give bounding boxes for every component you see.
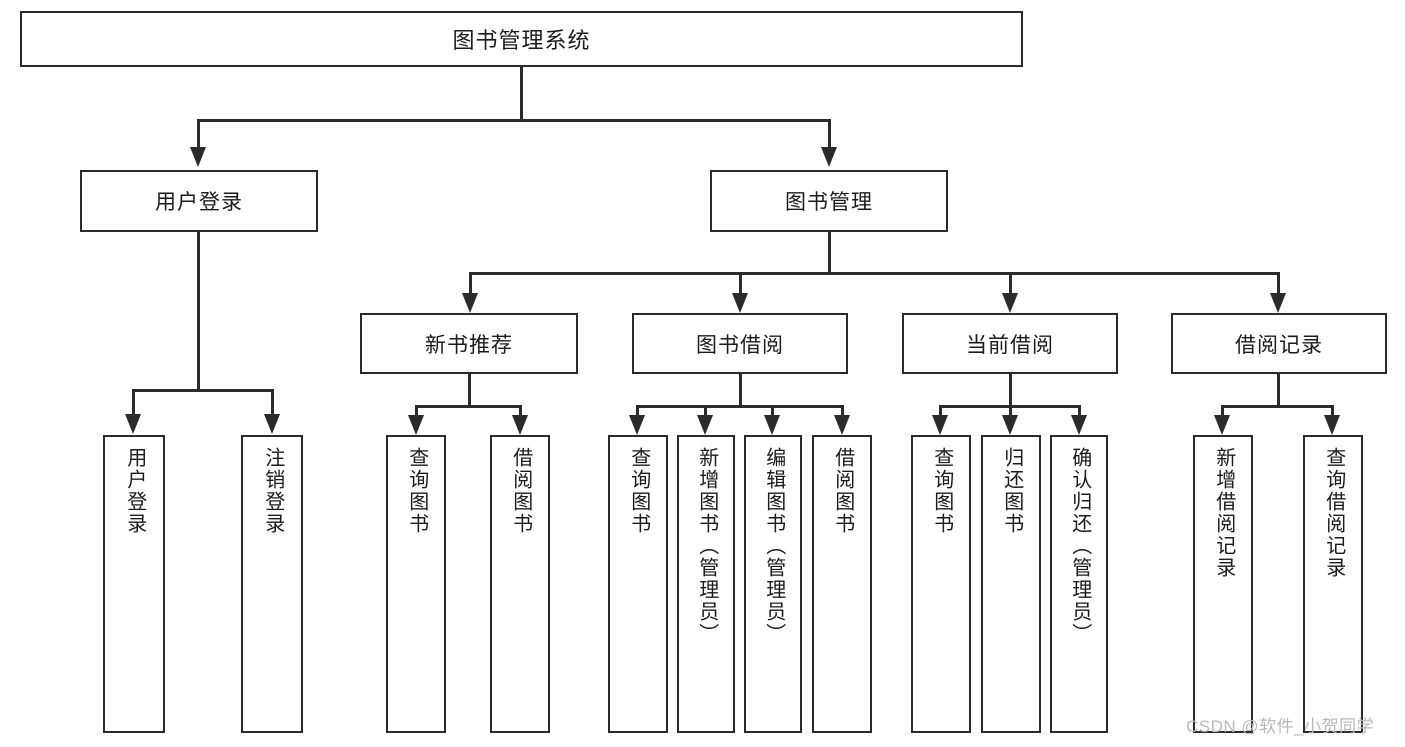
arrowhead-leaf-user-login — [125, 414, 141, 434]
node-label: 用户登录 — [155, 191, 243, 214]
node-label: 图书借阅 — [696, 333, 784, 357]
arrowhead-user-login — [190, 147, 206, 167]
connector-nbr-drop-2 — [519, 405, 522, 417]
connector-title-stem — [520, 67, 523, 119]
connector-book-management-stem — [828, 232, 831, 274]
arrowhead-leaf-query-book-1 — [408, 415, 424, 435]
connector-new-book-recommend-bus — [415, 405, 522, 408]
connector-level2-bus — [197, 119, 831, 122]
connector-bb-drop-1 — [636, 405, 639, 417]
arrowhead-leaf-borrow-book-1 — [512, 415, 528, 435]
arrowhead-current-borrow — [1002, 293, 1018, 313]
node-current-borrow[interactable]: 当前借阅 — [902, 313, 1118, 374]
node-label: 注销登录 — [261, 447, 284, 535]
node-user-login[interactable]: 用户登录 — [80, 170, 318, 232]
node-leaf-borrow-book-1[interactable]: 借阅图书 — [490, 435, 550, 733]
connector-br-drop-2 — [1331, 405, 1334, 417]
arrowhead-leaf-borrow-book-2 — [834, 415, 850, 435]
node-label: 借阅记录 — [1235, 333, 1323, 357]
connector-bb-drop-4 — [841, 405, 844, 417]
arrowhead-book-borrow — [732, 293, 748, 313]
connector-br-drop-1 — [1221, 405, 1224, 417]
node-book-management[interactable]: 图书管理 — [710, 170, 948, 232]
connector-to-borrow-record — [1277, 272, 1280, 294]
arrowhead-leaf-query-book-2 — [629, 415, 645, 435]
node-leaf-query-record[interactable]: 查询借阅记录 — [1303, 435, 1363, 733]
node-leaf-confirm-return[interactable]: 确认归还（管理员） — [1050, 435, 1108, 733]
node-leaf-query-book-3[interactable]: 查询图书 — [911, 435, 971, 733]
node-book-borrow[interactable]: 图书借阅 — [632, 313, 848, 374]
connector-user-login-stem — [197, 232, 200, 392]
connector-bb-drop-3 — [771, 405, 774, 417]
connector-to-current-borrow — [1009, 272, 1012, 294]
node-leaf-logout[interactable]: 注销登录 — [241, 435, 303, 733]
node-leaf-user-login[interactable]: 用户登录 — [103, 435, 165, 733]
connector-cb-drop-3 — [1078, 405, 1081, 417]
arrowhead-book-management — [821, 147, 837, 167]
connector-to-user-login — [197, 119, 200, 147]
arrowhead-borrow-record — [1270, 293, 1286, 313]
arrowhead-leaf-logout — [264, 414, 280, 434]
node-label: 归还图书 — [1000, 447, 1023, 535]
connector-cb-drop-1 — [939, 405, 942, 417]
connector-cb-drop-2 — [1009, 405, 1012, 417]
node-label: 查询图书 — [405, 447, 428, 535]
node-label: 查询图书 — [627, 447, 650, 535]
connector-to-book-management — [828, 119, 831, 147]
node-label: 编辑图书（管理员） — [762, 447, 785, 645]
node-label: 新增图书（管理员） — [695, 447, 718, 645]
node-new-book-recommend[interactable]: 新书推荐 — [360, 313, 578, 374]
arrowhead-leaf-return-book — [1002, 415, 1018, 435]
connector-to-new-book-recommend — [469, 272, 472, 294]
connector-user-login-drop-1 — [132, 389, 135, 415]
node-leaf-query-book-1[interactable]: 查询图书 — [386, 435, 446, 733]
arrowhead-leaf-confirm-return — [1071, 415, 1087, 435]
node-leaf-edit-book[interactable]: 编辑图书（管理员） — [744, 435, 802, 733]
node-label: 新书推荐 — [425, 333, 513, 357]
node-book-management-system[interactable]: 图书管理系统 — [20, 11, 1023, 67]
node-leaf-borrow-book-2[interactable]: 借阅图书 — [812, 435, 872, 733]
connector-borrow-record-stem — [1277, 374, 1280, 408]
arrowhead-leaf-edit-book — [764, 415, 780, 435]
arrowhead-new-book-recommend — [462, 293, 478, 313]
arrowhead-leaf-query-book-3 — [932, 415, 948, 435]
node-label: 用户登录 — [123, 447, 146, 535]
node-label: 借阅图书 — [831, 447, 854, 535]
arrowhead-leaf-query-record — [1324, 415, 1340, 435]
node-label: 查询图书 — [930, 447, 953, 535]
node-leaf-add-book[interactable]: 新增图书（管理员） — [677, 435, 735, 733]
connector-current-borrow-stem — [1009, 374, 1012, 408]
node-leaf-add-record[interactable]: 新增借阅记录 — [1193, 435, 1253, 733]
node-leaf-query-book-2[interactable]: 查询图书 — [608, 435, 668, 733]
node-label: 查询借阅记录 — [1322, 447, 1345, 579]
connector-level3-bus — [469, 272, 1279, 275]
node-label: 借阅图书 — [509, 447, 532, 535]
node-label: 新增借阅记录 — [1212, 447, 1235, 579]
node-label: 图书管理系统 — [452, 28, 591, 53]
node-leaf-return-book[interactable]: 归还图书 — [981, 435, 1041, 733]
connector-nbr-drop-1 — [415, 405, 418, 417]
connector-borrow-record-bus — [1221, 405, 1334, 408]
connector-user-login-bus — [132, 389, 274, 392]
connector-book-borrow-stem — [739, 374, 742, 408]
connector-user-login-drop-2 — [271, 389, 274, 415]
connector-to-book-borrow — [739, 272, 742, 294]
node-label: 当前借阅 — [966, 333, 1054, 357]
arrowhead-leaf-add-book — [697, 415, 713, 435]
node-label: 确认归还（管理员） — [1068, 447, 1091, 645]
arrowhead-leaf-add-record — [1214, 415, 1230, 435]
node-label: 图书管理 — [785, 191, 873, 214]
csdn-watermark: CSDN @软件_小贺同学 — [1186, 717, 1375, 736]
connector-new-book-recommend-stem — [468, 374, 471, 408]
connector-book-borrow-bus — [636, 405, 844, 408]
connector-bb-drop-2 — [704, 405, 707, 417]
node-borrow-record[interactable]: 借阅记录 — [1171, 313, 1387, 374]
